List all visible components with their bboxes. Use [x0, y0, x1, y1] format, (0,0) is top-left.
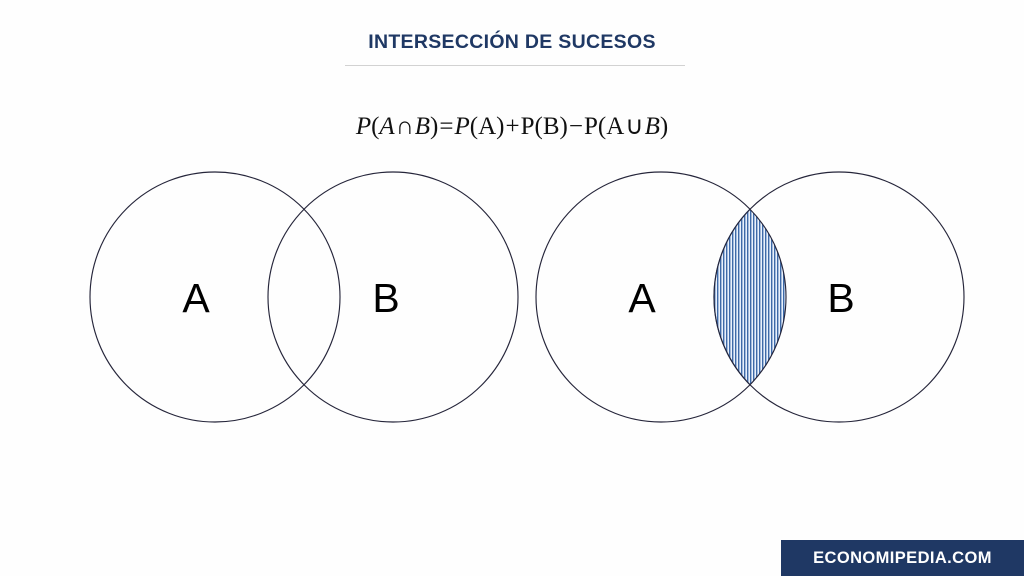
formula-p1: P	[355, 113, 372, 140]
brand-label: ECONOMIPEDIA.COM	[813, 548, 992, 567]
venn-label-a: A	[182, 275, 210, 321]
venn-circle-a	[535, 171, 787, 423]
formula-paren-open-4: (	[597, 113, 607, 140]
venn-circle-b	[267, 171, 519, 423]
formula-p3: P	[520, 113, 535, 140]
formula-equals: =	[439, 113, 454, 140]
economipedia-logo[interactable]: ECONOMIPEDIA.COM	[781, 540, 1024, 576]
formula-b1: B	[414, 113, 431, 140]
formula-block: P(A∩B)=P(A)+P(B)−P(A∪B)	[0, 111, 1024, 143]
formula-paren-close-3: )	[559, 113, 568, 140]
venn-circle-a	[89, 171, 341, 423]
venn-label-b: B	[827, 275, 854, 321]
formula-a2: A	[478, 113, 497, 140]
union-symbol: ∪	[625, 113, 644, 140]
venn-label-a: A	[628, 275, 656, 321]
formula-a1: A	[379, 113, 395, 140]
formula-paren-close-2: )	[496, 113, 505, 140]
intersection-symbol: ∩	[395, 113, 414, 140]
probability-formula: P(A∩B)=P(A)+P(B)−P(A∪B)	[0, 111, 1024, 143]
page-title: INTERSECCIÓN DE SUCESOS	[368, 31, 656, 53]
venn-circle-b	[713, 171, 965, 423]
formula-paren-close-1: )	[430, 113, 439, 140]
formula-paren-open-2: (	[469, 113, 479, 140]
formula-a3: A	[606, 113, 625, 140]
title-divider	[345, 65, 685, 66]
formula-paren-close-4: )	[659, 113, 669, 140]
title-block: INTERSECCIÓN DE SUCESOS	[0, 30, 1024, 66]
formula-b2: B	[542, 113, 560, 140]
formula-plus: +	[505, 113, 520, 140]
formula-b3: B	[644, 113, 660, 140]
venn-diagram-unshaded: A B	[89, 171, 519, 423]
formula-paren-open-3: (	[534, 113, 543, 140]
formula-p4: P	[583, 113, 598, 140]
formula-minus: −	[568, 113, 583, 140]
formula-paren-open-1: (	[371, 113, 380, 140]
formula-p2: P	[454, 113, 470, 140]
venn-diagram-shaded: A B	[535, 171, 965, 423]
venn-label-b: B	[372, 275, 399, 321]
